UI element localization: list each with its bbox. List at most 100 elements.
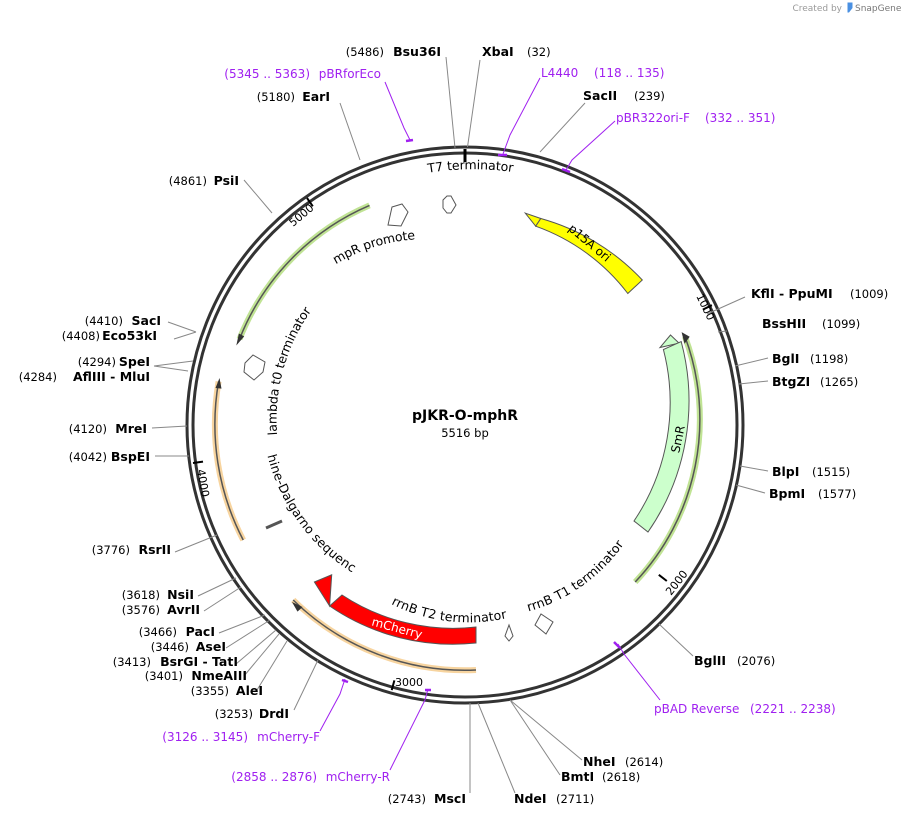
feature-mcherry [328,594,477,645]
snapgene-watermark: Created by SnapGene [792,2,902,14]
feature-smr-label: SmR [668,424,687,454]
site-xbai-name: XbaI [482,44,514,59]
feature-p15a-ori [534,217,644,295]
svg-text:Shine-Dalgarno sequence: Shine-Dalgarno sequence [0,0,359,575]
site-blpi-name: BlpI [772,464,799,479]
site-bpmi-name: BpmI [769,486,805,501]
label-t7-terminator: T7 terminator [425,157,515,176]
site-sacii-name: SacII [583,88,617,103]
site-mrei-name: MreI [115,421,147,436]
site-nsii-pos: (3618) [122,588,160,602]
site-msci-pos: (2743) [388,792,426,806]
primer-mcherry-r-name: mCherry-R [326,770,390,784]
site-nsii-name: NsiI [167,587,194,602]
site-leader-lines [151,56,769,794]
lambda-t0-glyph [243,354,266,381]
svg-text:rrnB T1 terminator: rrnB T1 terminator [525,536,627,614]
site-paci-pos: (3466) [139,625,177,639]
orf-orange-bottom-arc [292,599,477,671]
feature-mcherry-label: mCherry [370,615,424,642]
site-bsrgi-tati-pos: (3413) [113,655,151,669]
site-nmeaiii-name: NmeAIII [191,668,247,683]
site-asei-name: AseI [196,639,226,654]
site-bpmi-pos: (1577) [818,487,856,501]
svg-text:T7 terminator: T7 terminator [425,157,515,176]
rrnb-t1-glyph [534,613,554,635]
plasmid-size: 5516 bp [441,426,489,440]
svg-text:rrnB T2 terminator: rrnB T2 terminator [390,593,509,625]
primer-leader-lines [319,77,661,771]
site-bglii-name: BglII [694,653,726,668]
site-nhei-pos: (2614) [625,755,663,769]
site-nmeaiii-pos: (3401) [145,669,183,683]
site-bmti-pos: (2618) [602,770,640,784]
tick-label-3000: 3000 [395,676,423,689]
site-avrii-name: AvrII [167,602,200,617]
primer-mcherry-f-range: (3126 .. 3145) [162,730,248,744]
primer-pbrforeco-range: (5345 .. 5363) [224,67,310,81]
watermark-brand: SnapGene [855,4,902,14]
site-psii-name: PsiI [214,173,239,188]
site-btgzi-name: BtgZI [772,374,810,389]
feature-arrows [313,212,690,645]
tick-label-1000: 1000 [693,292,717,323]
site-spei-pos: (4294) [78,355,116,369]
site-btgzi-pos: (1265) [820,375,858,389]
primer-labels: L4440 (118 .. 135) pBR322ori-F (332 .. 3… [162,66,835,784]
site-bsshii-pos: (1099) [822,317,860,331]
site-bgli-name: BglI [772,351,799,366]
site-alei-pos: (3355) [191,684,229,698]
watermark-prefix: Created by [792,4,842,14]
primer-pbad-reverse-name: pBAD Reverse [654,702,739,716]
site-bsrgi-tati-name: BsrGI - TatI [160,654,238,669]
primer-mcherry-f-name: mCherry-F [257,730,320,744]
backbone [185,145,745,705]
site-alei-name: AleI [236,683,263,698]
site-nhei-name: NheI [583,754,616,769]
site-afliii-mlui-pos: (4284) [19,370,57,384]
site-mrei-pos: (4120) [69,422,107,436]
primer-pbr322ori-f-name: pBR322ori-F [616,111,690,125]
ampr-promoter-glyph [387,203,409,227]
primer-marks [341,138,621,692]
site-eco53ki-name: Eco53kI [102,328,157,343]
primer-mcherry-r-range: (2858 .. 2876) [231,770,317,784]
site-eari-name: EarI [302,89,330,104]
label-shine-dalgarno: Shine-Dalgarno sequence [0,0,359,575]
site-drdi-pos: (3253) [215,707,253,721]
site-bmti-name: BmtI [561,769,594,784]
site-saci-pos: (4410) [85,314,123,328]
orf-smr-arc [634,336,701,583]
orf-ampr-arc [238,204,370,340]
label-lambda-t0-terminator: lambda t0 terminator [264,303,314,436]
site-xbai-pos: (32) [527,45,551,59]
site-blpi-pos: (1515) [812,465,850,479]
svg-text:lambda t0 terminator: lambda t0 terminator [264,303,314,436]
plasmid-name: pJKR-O-mphR [412,408,518,424]
site-bspei-name: BspEI [111,449,150,464]
site-spei-name: SpeI [119,354,150,369]
snapgene-logo-icon [847,2,853,13]
primer-pbr322ori-f-range: (332 .. 351) [705,111,775,125]
orf-arcs [211,202,703,674]
t7-terminator-glyph [442,195,457,214]
label-rrnb-t2-terminator: rrnB T2 terminator [390,593,509,625]
backbone-outer-strand [185,145,745,705]
site-bsu36i-name: Bsu36I [393,44,441,59]
site-kfli-ppumi-pos: (1009) [850,287,888,301]
site-bglii-pos: (2076) [737,654,775,668]
orf-orange-left-arc [214,381,244,541]
site-paci-name: PacI [186,624,215,639]
site-msci-name: MscI [434,791,466,806]
site-drdi-name: DrdI [259,706,289,721]
label-rrnb-t1-terminator: rrnB T1 terminator [525,536,627,614]
site-eco53ki-pos: (4408) [62,329,100,343]
site-afliii-mlui-name: AflIII - MluI [73,369,150,384]
site-ndei-name: NdeI [514,791,547,806]
site-rsrii-pos: (3776) [92,543,130,557]
site-asei-pos: (3446) [151,640,189,654]
primer-l4440-name: L4440 [541,66,578,80]
site-bspei-pos: (4042) [69,450,107,464]
primer-l4440-range: (118 .. 135) [594,66,664,80]
svg-text:AmpR promoter: AmpR promoter [0,0,416,267]
